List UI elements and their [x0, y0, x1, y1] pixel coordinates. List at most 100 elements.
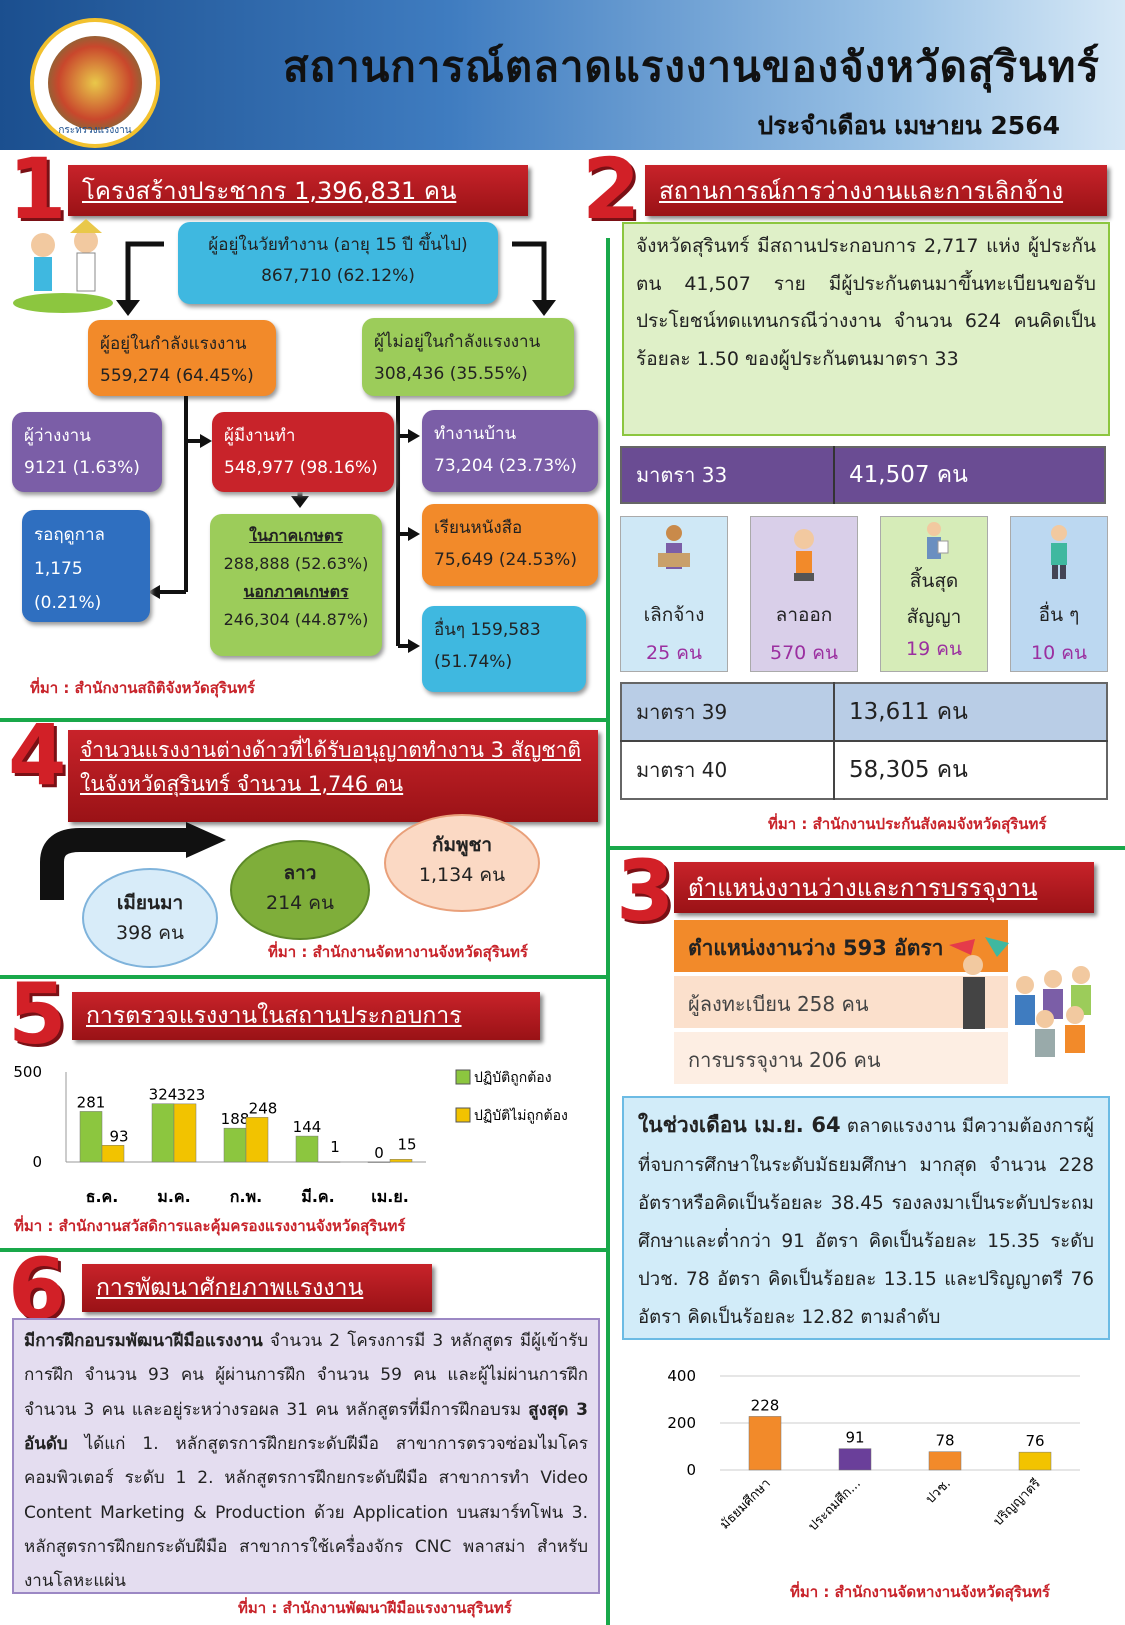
person-stress-icon: [794, 529, 814, 581]
x-tick-label: ก.พ.: [230, 1187, 262, 1206]
source-note: ที่มา : สำนักงานจัดหางานจังหวัดสุรินทร์: [268, 943, 528, 961]
ministry-logo: กระทรวงแรงงาน: [30, 18, 160, 148]
x-tick-label: ม.ค.: [157, 1187, 190, 1206]
y-tick-label: 200: [667, 1414, 696, 1432]
bar: [1018, 1451, 1052, 1471]
source-note: ที่มา : สำนักงานสถิติจังหวัดสุรินทร์: [30, 679, 256, 697]
data-label: 281: [77, 1093, 106, 1111]
connector-arrows: [116, 241, 556, 316]
unemployment-paragraph: จังหวัดสุรินทร์ มีสถานประกอบการ 2,717 แห…: [622, 222, 1110, 436]
section3-title: ตำแหน่งงานว่างและการบรรจุงาน: [674, 862, 1094, 913]
bar: [317, 1161, 341, 1163]
bar: [838, 1448, 872, 1471]
y-tick-label: 500: [13, 1063, 42, 1081]
bar: [928, 1451, 962, 1471]
y-tick-label: 0: [32, 1153, 42, 1171]
person-box-icon: [658, 525, 690, 569]
divider: [606, 846, 1125, 850]
person-paper-icon: [927, 522, 949, 559]
bar: [223, 1127, 247, 1163]
page-subtitle: ประจำเดือน เมษายน 2564: [757, 111, 1060, 140]
section1-title: โครงสร้างประชากร 1,396,831 คน: [68, 165, 528, 216]
placement-row: การบรรจุงาน 206 คน: [674, 1032, 1008, 1084]
bar: [79, 1111, 103, 1163]
source-note: ที่มา : สำนักงานจัดหางานจังหวัดสุรินทร์: [790, 1583, 1050, 1601]
data-label: 188: [221, 1110, 250, 1128]
data-label: 144: [293, 1118, 322, 1136]
data-label: 76: [1025, 1432, 1044, 1450]
divider: [0, 1248, 606, 1252]
data-label: 323: [177, 1086, 206, 1104]
legend-swatch: [455, 1107, 471, 1123]
card-resign: ลาออก 570 คน: [750, 516, 858, 672]
section-number-3: 3: [616, 842, 675, 940]
source-note: ที่มา : สำนักงานสวัสดิการและคุ้มครองแรงง…: [14, 1217, 406, 1235]
source-note: ที่มา : สำนักงานประกันสังคมจังหวัดสุรินท…: [768, 815, 1047, 833]
x-tick-label: ประถมศึก...: [806, 1476, 864, 1534]
divider: [0, 718, 606, 722]
section-number-5: 5: [8, 965, 67, 1063]
data-label: 228: [751, 1396, 780, 1414]
bar: [173, 1103, 197, 1163]
data-label: 93: [109, 1127, 128, 1145]
data-label: 324: [149, 1086, 178, 1104]
data-label: 78: [935, 1432, 954, 1450]
data-label: 1: [330, 1138, 340, 1156]
divider: [606, 238, 610, 1625]
card-other: อื่น ๆ 10 คน: [1010, 516, 1108, 672]
section2-title: สถานการณ์การว่างงานและการเลิกจ้าง: [645, 165, 1107, 216]
section4-title: จำนวนแรงงานต่างด้าวที่ได้รับอนุญาตทำงาน …: [68, 730, 598, 822]
section-number-1: 1: [8, 140, 67, 238]
section6-title: การพัฒนาศักยภาพแรงงาน: [82, 1264, 432, 1312]
legend-label: ปฏิบัติถูกต้อง: [474, 1070, 552, 1086]
legend-swatch: [455, 1069, 471, 1085]
bar: [151, 1103, 175, 1163]
x-tick-label: เม.ย.: [371, 1187, 409, 1206]
header-banner: [0, 0, 1125, 150]
bar: [101, 1145, 125, 1163]
vacancy-paragraph: ในช่วงเดือน เม.ย. 64 ตลาดแรงงาน มีความต้…: [622, 1096, 1110, 1340]
source-note: ที่มา : สำนักงานพัฒนาฝีมือแรงงานสุรินทร์: [238, 1599, 512, 1617]
curved-arrow-icon: [40, 822, 226, 900]
data-label: 248: [249, 1099, 278, 1117]
y-tick-label: 0: [686, 1461, 696, 1479]
bar: [367, 1161, 391, 1163]
section-number-4: 4: [8, 706, 67, 804]
tree-lines: [148, 396, 420, 653]
legend-label: ปฏิบัติไม่ถูกต้อง: [474, 1107, 568, 1124]
person-icon: [1051, 525, 1067, 579]
x-tick-label: ปริญญาตรี: [990, 1476, 1044, 1530]
education-chart: 0200400228มัธยมศึกษา91ประถมศึก...78ปวช.7…: [667, 1367, 1080, 1534]
training-paragraph: มีการฝึกอบรมพัฒนาฝีมือแรงงาน จำนวน 2 โคร…: [12, 1318, 600, 1594]
x-tick-label: มัธยมศึกษา: [717, 1476, 773, 1532]
farmers-illustration: [8, 215, 118, 315]
y-tick-label: 400: [667, 1367, 696, 1385]
bar: [245, 1117, 269, 1163]
section-number-2: 2: [582, 140, 641, 238]
section5-title: การตรวจแรงงานในสถานประกอบการ: [72, 992, 540, 1040]
bar: [389, 1159, 413, 1163]
registered-row: ผู้ลงทะเบียน 258 คน: [674, 976, 1008, 1028]
card-contract-end: สิ้นสุด สัญญา 19 คน: [880, 516, 988, 672]
termination-cards: เลิกจ้าง 25 คน ลาออก 570 คน สิ้นสุด สัญญ…: [620, 516, 1108, 672]
bar: [748, 1416, 782, 1471]
x-tick-label: ธ.ค.: [86, 1187, 119, 1206]
data-label: 91: [845, 1429, 864, 1447]
working-age-box: ผู้อยู่ในวัยทำงาน (อายุ 15 ปี ขึ้นไป)867…: [178, 222, 498, 304]
meeting-illustration: [949, 937, 1091, 1057]
data-label: 15: [397, 1135, 416, 1153]
